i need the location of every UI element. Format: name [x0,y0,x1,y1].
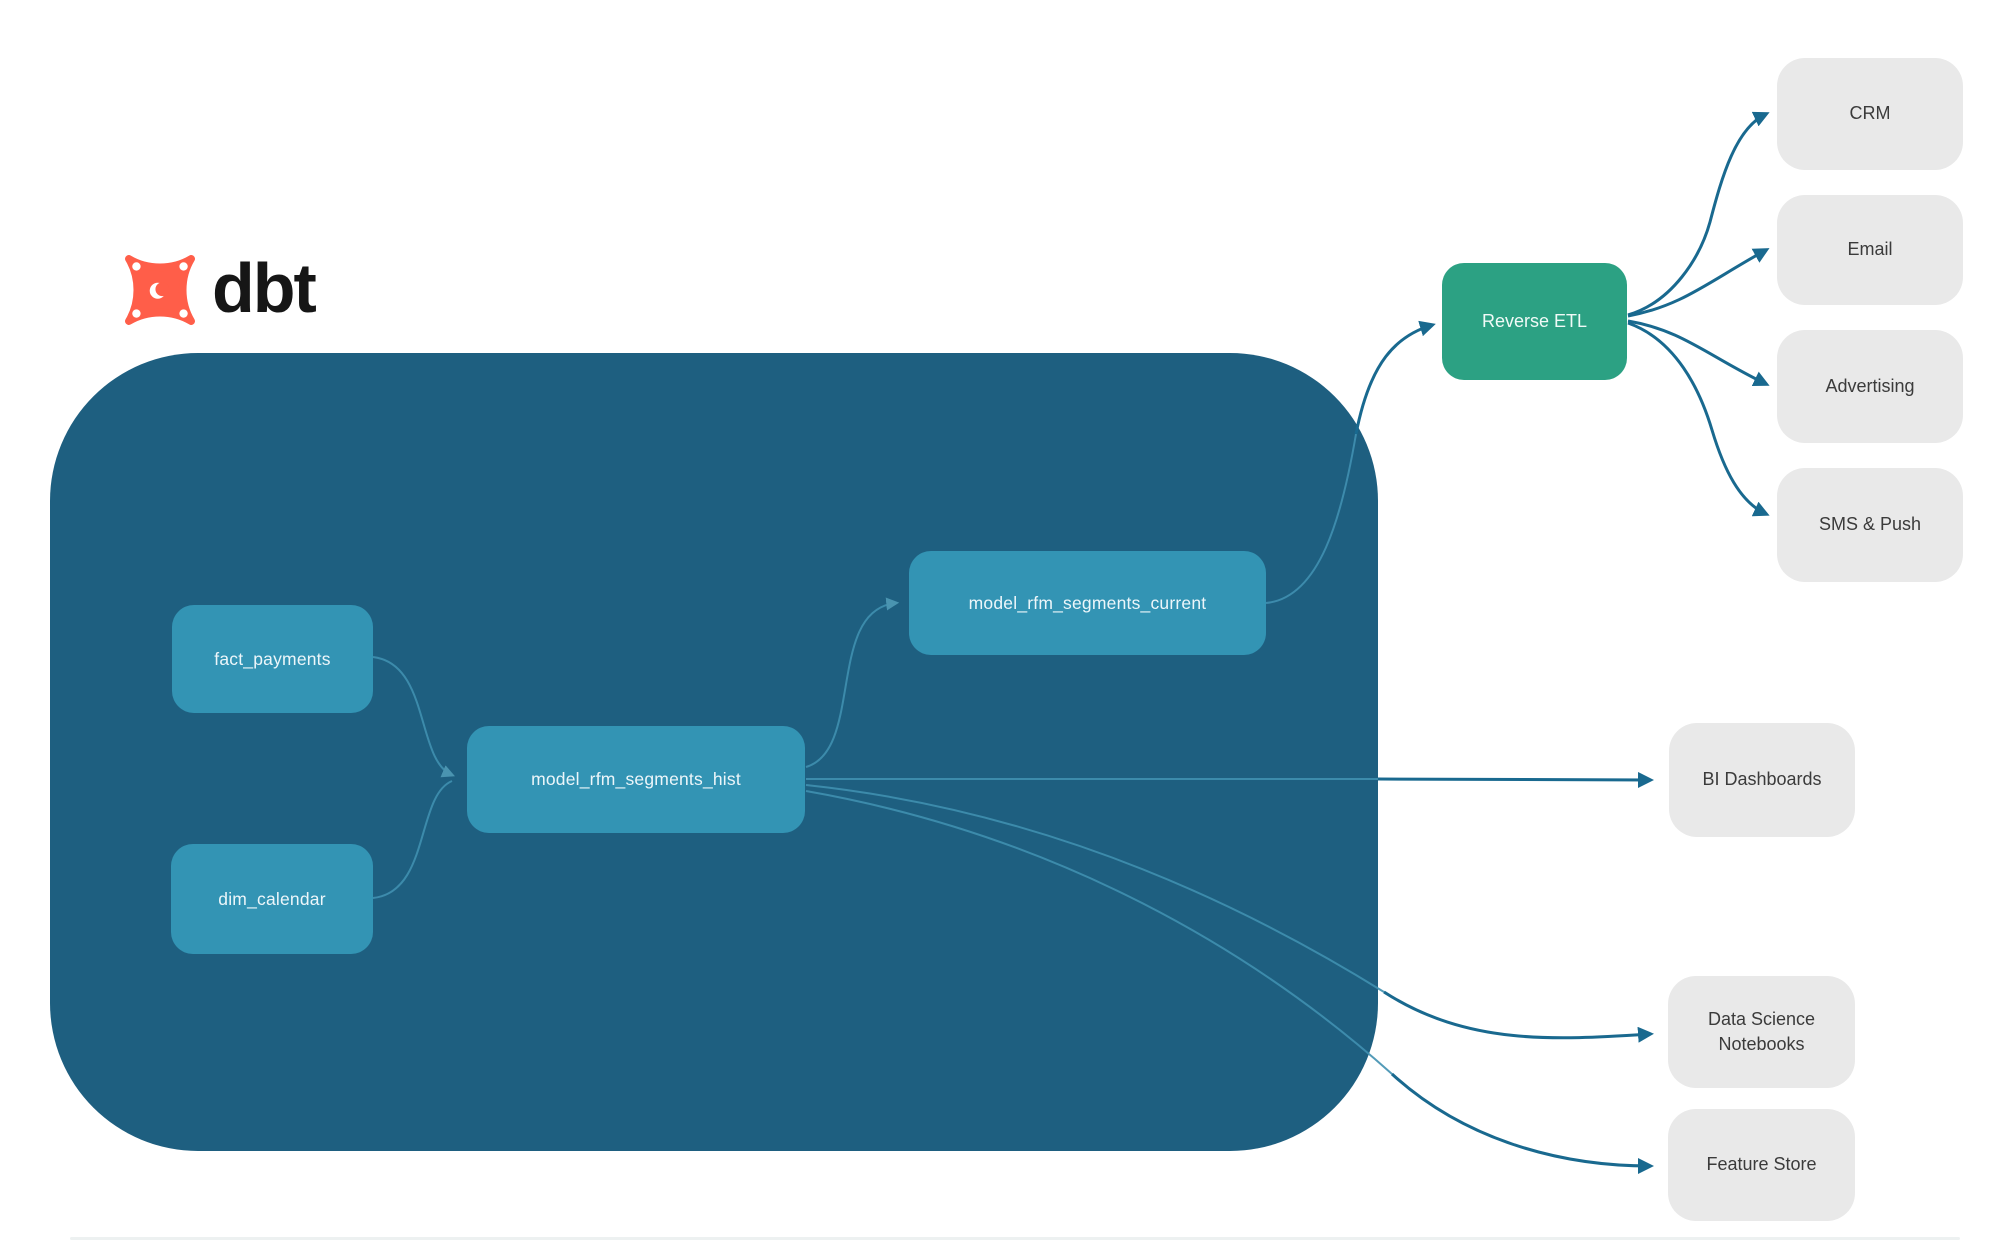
dbt-logo-icon [122,252,198,328]
node-label: model_rfm_segments_current [968,592,1207,613]
node-dim-calendar: dim_calendar [171,844,373,954]
edge-reverse-etl-to-sms-push [1627,321,1770,517]
node-label: Feature Store [1706,1154,1817,1175]
node-label: CRM [1849,103,1891,124]
node-advertising: Advertising [1777,330,1963,443]
node-bi-dashboards: BI Dashboards [1669,723,1855,837]
node-label: Data Science Notebooks [1707,1008,1816,1054]
node-crm: CRM [1777,58,1963,170]
edge-hist-to-feature-store [1390,1072,1654,1174]
node-label: SMS & Push [1818,514,1922,535]
node-feature-store: Feature Store [1668,1109,1855,1221]
node-label: model_rfm_segments_hist [531,769,741,789]
node-label: BI Dashboards [1702,769,1822,790]
node-sms-push: SMS & Push [1777,468,1963,582]
node-data-science-notebooks: Data Science Notebooks [1668,976,1855,1088]
node-model-rfm-segments-hist: model_rfm_segments_hist [467,726,805,833]
edge-hist-to-notebooks [1383,990,1654,1043]
node-label: fact_payments [214,648,331,669]
node-label: Advertising [1825,375,1915,396]
edge-reverse-etl-to-advertising [1627,319,1770,386]
node-fact-payments: fact_payments [172,605,373,713]
page-bottom-divider [70,1237,1960,1240]
node-label: Reverse ETL [1481,311,1588,331]
edge-hist-to-bi-dashboards [1377,771,1654,788]
node-reverse-etl: Reverse ETL [1442,263,1627,380]
edge-current-to-reverse-etl [1354,320,1436,435]
dbt-logo: dbt [122,249,317,328]
node-model-rfm-segments-current: model_rfm_segments_current [909,551,1266,655]
dbt-wordmark: dbt [212,249,317,327]
node-label: Email [1847,239,1893,260]
node-label: dim_calendar [218,888,326,909]
edge-reverse-etl-to-crm [1627,111,1770,317]
node-email: Email [1777,195,1963,305]
edge-reverse-etl-to-email [1627,248,1770,318]
